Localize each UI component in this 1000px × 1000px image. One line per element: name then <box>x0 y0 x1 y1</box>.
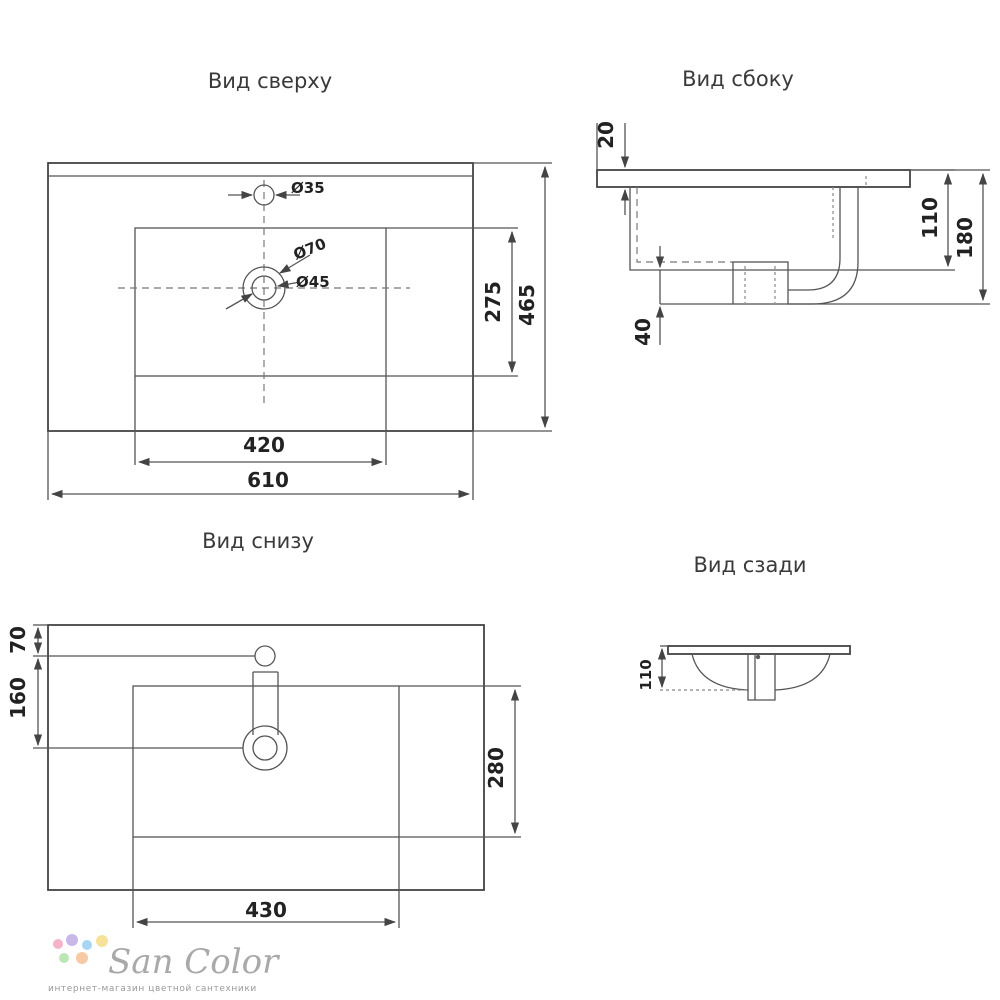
dim-drain-outer: Ø70 <box>291 234 329 263</box>
side-view: Вид сбоку 20 110 180 40 <box>594 67 990 346</box>
back-view-title: Вид сзади <box>694 553 807 577</box>
drain-inner <box>252 735 278 761</box>
brand-dots <box>53 934 108 964</box>
dim-bowl-width: 430 <box>245 898 287 922</box>
side-view-bowl-hidden <box>636 187 733 263</box>
dim-hole-small: Ø35 <box>291 179 325 197</box>
dim-drain-offset: 160 <box>6 677 30 719</box>
top-view-title: Вид сверху <box>208 69 332 93</box>
dim-arrow <box>278 254 311 274</box>
bottom-view: Вид снизу 70 160 280 430 <box>6 529 521 928</box>
brand-dot <box>76 952 88 964</box>
side-view-title: Вид сбоку <box>682 67 794 91</box>
side-view-bowl-outline <box>629 187 733 271</box>
top-view: Вид сверху Ø35 Ø70 Ø45 275 465 <box>47 69 552 500</box>
hidden-line <box>832 176 867 240</box>
dim-arrow <box>276 280 301 289</box>
dim-hole-offset: 70 <box>6 626 30 654</box>
overflow-hole <box>254 645 276 667</box>
dim-total-height: 180 <box>953 217 977 259</box>
dim-total-width: 610 <box>247 468 289 492</box>
brand-dot <box>66 934 78 946</box>
dim-bowl-height: 110 <box>918 197 942 239</box>
brand-name: San Color <box>108 942 280 982</box>
bottom-view-outline <box>47 624 485 891</box>
overflow-channel <box>252 671 279 735</box>
dim-total-depth: 465 <box>515 284 539 326</box>
dim-drain-inner: Ø45 <box>296 273 330 291</box>
dim-drain-offset: 40 <box>631 318 655 346</box>
brand-logo: San Color интернет-магазин цветной санте… <box>48 934 280 994</box>
back-view: Вид сзади 110 <box>637 553 851 701</box>
back-view-bowl-left <box>691 653 749 691</box>
bottom-view-basin <box>132 685 400 838</box>
side-view-overflow-outer <box>788 187 859 305</box>
back-view-overflow-dot <box>755 654 761 660</box>
bottom-view-title: Вид снизу <box>202 529 314 553</box>
tap-hole <box>253 184 275 206</box>
back-view-slab <box>667 645 851 655</box>
side-view-overflow-inner <box>788 187 841 291</box>
brand-tagline: интернет-магазин цветной сантехники <box>48 984 257 994</box>
drain-outer <box>242 725 288 771</box>
dim-rim: 20 <box>594 121 618 149</box>
dim-bowl-depth: 275 <box>481 281 505 323</box>
back-view-drain <box>747 654 776 701</box>
brand-dot <box>96 935 108 947</box>
brand-dot <box>59 953 69 963</box>
top-view-outline <box>47 162 474 432</box>
side-view-drain <box>732 261 789 305</box>
dim-arrow <box>225 293 254 310</box>
dim-bowl-width: 420 <box>243 433 285 457</box>
dim-bowl-depth: 280 <box>484 747 508 789</box>
brand-dot <box>53 939 63 949</box>
back-view-bowl-right <box>774 653 831 691</box>
drain-inner <box>251 275 277 301</box>
dim-height: 110 <box>637 659 655 690</box>
side-view-slab <box>596 169 911 188</box>
top-view-basin <box>134 227 387 377</box>
brand-dot <box>82 940 92 950</box>
